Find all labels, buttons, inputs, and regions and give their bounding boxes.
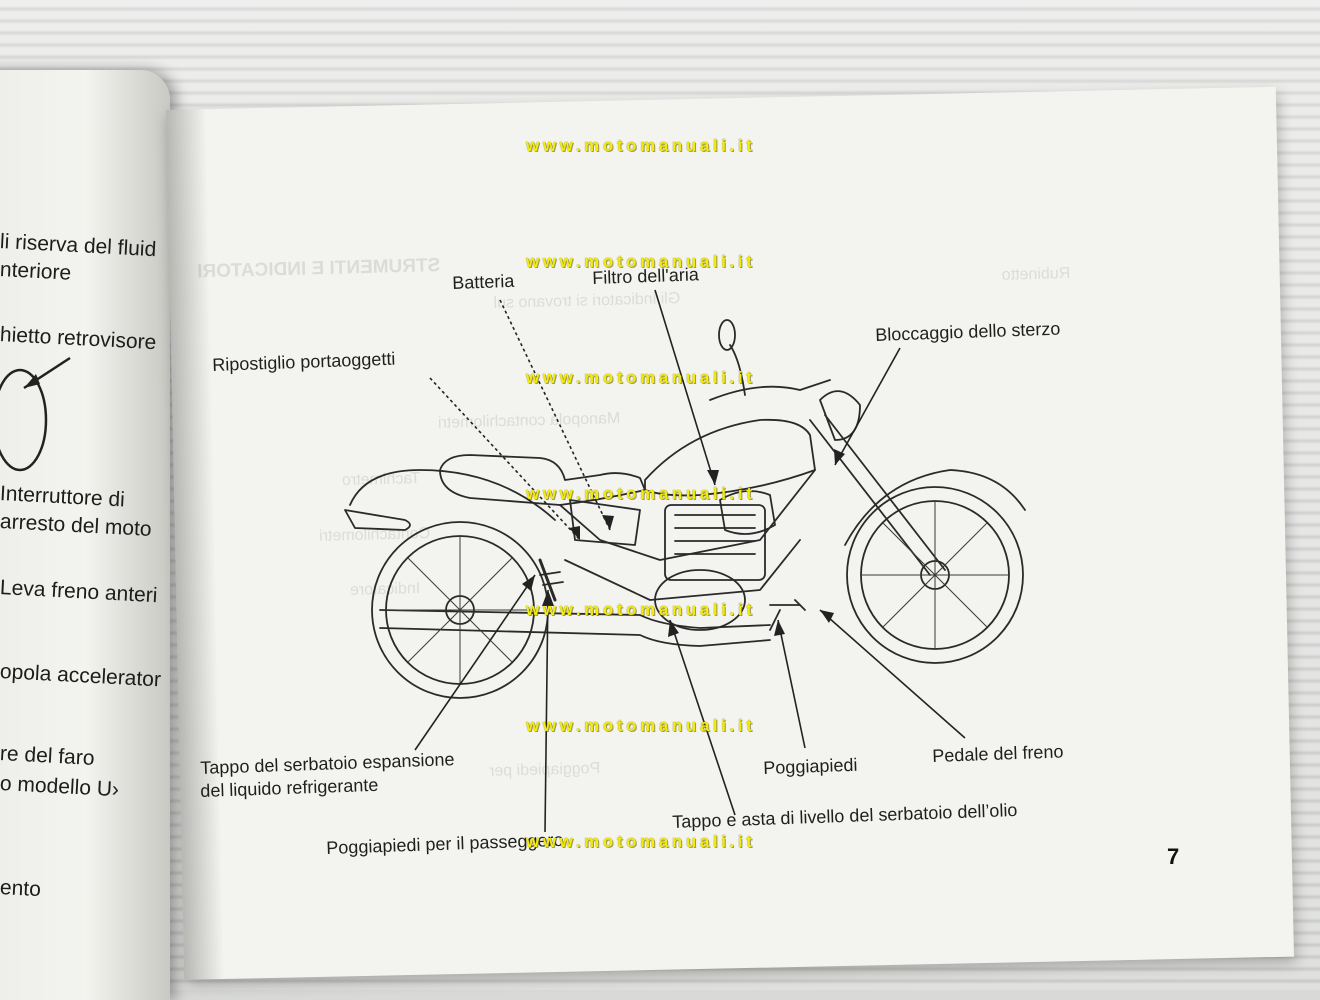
watermark: www.motomanuali.it (526, 716, 756, 735)
page-number: 7 (1167, 844, 1180, 869)
watermark: www.motomanuali.it (526, 368, 756, 387)
left-page: accessori che polvere imbottiti flusso d… (0, 70, 170, 1000)
watermark: www.motomanuali.it (526, 136, 756, 155)
label-batteria: Batteria (452, 270, 515, 293)
watermark: www.motomanuali.it (526, 484, 756, 503)
watermark: www.motomanuali.it (526, 600, 756, 619)
label-poggiapiedi: Poggiapiedi (763, 754, 858, 778)
watermark: www.motomanuali.it (526, 252, 756, 271)
mirror-illustration (0, 356, 71, 472)
watermark: www.motomanuali.it (526, 832, 756, 851)
